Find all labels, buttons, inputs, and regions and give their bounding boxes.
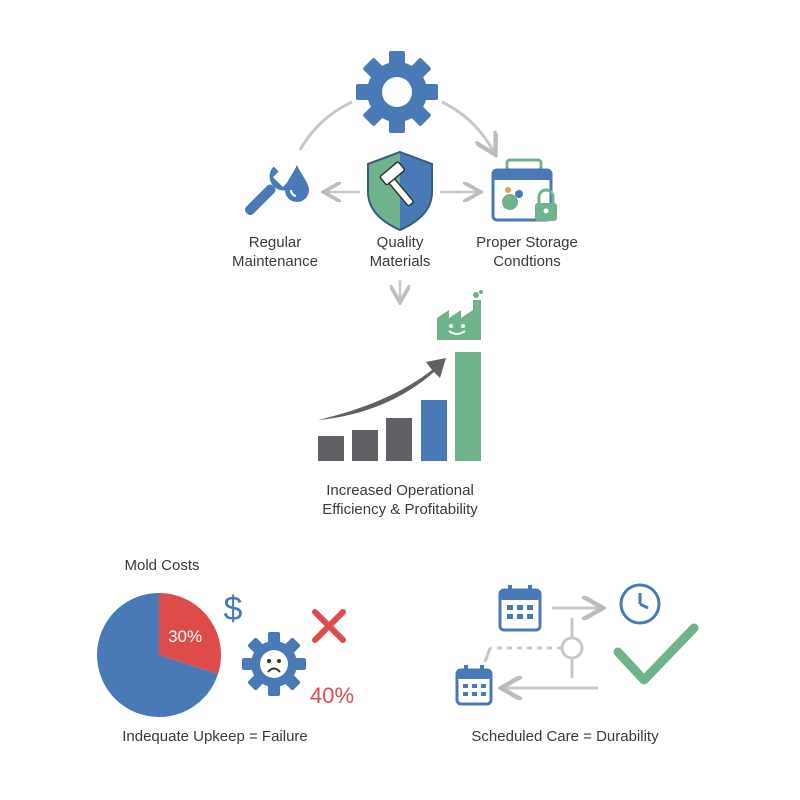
calendar-icon — [498, 585, 542, 632]
pie-data-label-0: 30% — [168, 627, 202, 646]
sad-gear-icon — [242, 632, 306, 696]
calendar-icon — [455, 665, 493, 706]
arrow-gear-to-maintenance — [298, 100, 353, 151]
chart-title: Mold Costs — [124, 557, 200, 574]
dollar-icon: $ — [224, 590, 243, 628]
label-scheduled-care: Scheduled Care = Durability — [471, 728, 659, 745]
factory-icon — [437, 290, 483, 340]
failure-percent: 40% — [310, 683, 354, 708]
lock-icon — [535, 188, 557, 221]
water-drop-icon — [285, 165, 309, 202]
flow-node — [560, 636, 584, 660]
pie-slice-1 — [96, 593, 218, 717]
growth-arrow-icon — [318, 352, 481, 461]
shield-hammer-icon — [367, 150, 433, 232]
clock-icon — [619, 583, 661, 625]
label-regular-maintenance: Regular Maintenance — [232, 234, 318, 270]
pie-slice-0 — [159, 593, 221, 675]
pie-chart: 30% — [96, 593, 221, 717]
arrow-gear-to-storage — [441, 100, 494, 152]
label-inadequate-upkeep: Indequate Upkeep = Failure — [122, 728, 308, 745]
label-quality-materials: Quality Materials — [369, 234, 431, 270]
cross-icon — [312, 609, 346, 643]
label-efficiency: Increased Operational Efficiency & Profi… — [322, 482, 478, 518]
gear-icon — [356, 51, 438, 133]
checkmark-icon — [613, 623, 699, 685]
wrench-icon — [244, 166, 294, 216]
label-proper-storage: Proper Storage Condtions — [476, 234, 578, 270]
